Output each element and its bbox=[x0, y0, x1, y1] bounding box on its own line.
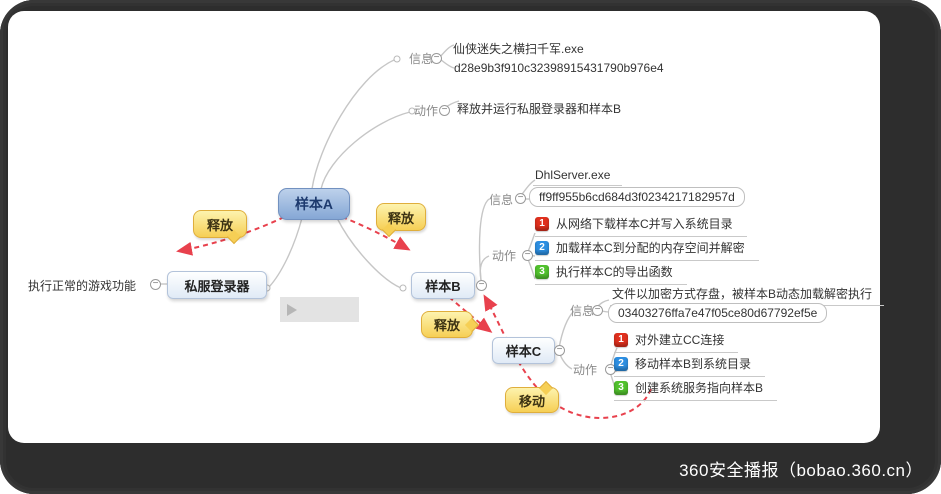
node-login-client: 私服登录器 bbox=[167, 271, 267, 299]
watermark-caption: 360安全播报（bobao.360.cn） bbox=[679, 461, 923, 480]
action-item: 3 执行样本C的导出函数 bbox=[535, 263, 687, 285]
label-action-b: 动作 bbox=[492, 249, 517, 263]
node-sample-a: 样本A bbox=[278, 188, 350, 220]
step-1-badge: 1 bbox=[535, 216, 549, 231]
action-item: 2 加载样本C到分配的内存空间并解密 bbox=[535, 239, 759, 261]
collapse-icon[interactable]: − bbox=[431, 53, 442, 64]
label-info-a: 信息 bbox=[409, 52, 434, 66]
callout-release-left: 释放 bbox=[193, 210, 247, 238]
label-info-b: 信息 bbox=[489, 193, 514, 207]
label-info-c: 信息 bbox=[570, 304, 595, 318]
step-3-badge: 3 bbox=[535, 264, 549, 279]
collapse-icon[interactable]: − bbox=[439, 105, 450, 116]
node-sample-c: 样本C bbox=[492, 337, 555, 364]
action-text: 对外建立CC连接 bbox=[635, 333, 725, 347]
step-2-badge: 2 bbox=[535, 240, 549, 255]
action-item: 2 移动样本B到系统目录 bbox=[614, 355, 766, 377]
leaf-b-md5: ff9ff955b6cd684d3f0234217182957d bbox=[529, 187, 745, 207]
callout-move: 移动 bbox=[505, 387, 559, 413]
step-2-badge: 2 bbox=[614, 356, 628, 371]
collapse-icon[interactable]: − bbox=[515, 193, 526, 204]
action-item: 1 对外建立CC连接 bbox=[614, 331, 739, 353]
collapse-icon[interactable]: − bbox=[554, 345, 565, 356]
leaf-c-md5: 03403276ffa7e47f05ce80d67792ef5e bbox=[608, 303, 828, 323]
action-text: 执行样本C的导出函数 bbox=[556, 265, 673, 279]
node-sample-b-label: 样本B bbox=[425, 279, 461, 294]
play-icon bbox=[287, 303, 297, 316]
step-3-badge: 3 bbox=[614, 380, 628, 395]
leaf-login-note: 执行正常的游戏功能 bbox=[28, 279, 137, 293]
leaf-b-filename: DhlServer.exe bbox=[533, 168, 623, 186]
action-text: 创建系统服务指向样本B bbox=[635, 381, 764, 395]
callout-release-mid: 释放 bbox=[421, 311, 473, 338]
embedded-media-placeholder[interactable] bbox=[280, 297, 359, 322]
action-text: 移动样本B到系统目录 bbox=[635, 357, 752, 371]
node-sample-b: 样本B bbox=[411, 272, 475, 299]
step-1-badge: 1 bbox=[614, 332, 628, 347]
leaf-a-md5: d28e9b3f910c32398915431790b976e4 bbox=[454, 61, 664, 75]
diagram-canvas bbox=[8, 11, 880, 443]
label-action-c: 动作 bbox=[573, 363, 598, 377]
collapse-icon[interactable]: − bbox=[150, 279, 161, 290]
label-action-a: 动作 bbox=[414, 104, 439, 118]
node-sample-c-label: 样本C bbox=[505, 344, 542, 359]
collapse-icon[interactable]: − bbox=[522, 250, 533, 261]
leaf-a-filename: 仙侠迷失之横扫千军.exe bbox=[453, 42, 584, 56]
action-item: 3 创建系统服务指向样本B bbox=[614, 379, 778, 401]
node-login-client-label: 私服登录器 bbox=[184, 278, 250, 294]
action-text: 从网络下载样本C并写入系统目录 bbox=[556, 217, 733, 231]
callout-release-right: 释放 bbox=[376, 203, 426, 231]
leaf-a-action: 释放并运行私服登录器和样本B bbox=[457, 102, 622, 116]
collapse-icon[interactable]: − bbox=[592, 305, 603, 316]
node-sample-a-label: 样本A bbox=[294, 196, 334, 212]
collapse-icon[interactable]: − bbox=[476, 280, 487, 291]
action-item: 1 从网络下载样本C并写入系统目录 bbox=[535, 215, 747, 237]
action-text: 加载样本C到分配的内存空间并解密 bbox=[556, 241, 745, 255]
